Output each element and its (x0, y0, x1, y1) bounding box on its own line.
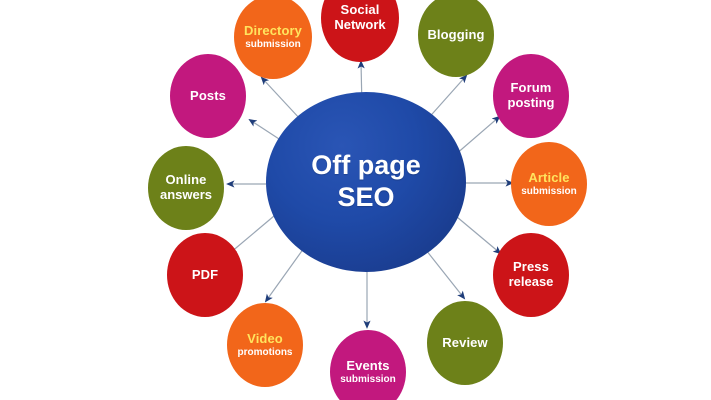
node-video-promotions-label-line1: Video (247, 331, 283, 347)
node-events-submission-label-line2: submission (340, 373, 396, 385)
arrow-to-directory-submission (260, 76, 302, 121)
node-article-submission-label-line2: submission (521, 185, 577, 197)
node-online-answers-label-line2: answers (159, 187, 213, 202)
node-events-submission-label-line1: Events (346, 358, 390, 374)
node-video-promotions-label-line2: promotions (237, 346, 293, 358)
node-blogging-label-line1: Blogging (427, 26, 485, 42)
node-review-label-line1: Review (442, 334, 488, 350)
node-pdf[interactable]: PDF (167, 233, 243, 317)
hub-off-page-seo[interactable]: Off page SEO (266, 92, 466, 272)
node-forum-posting-label-line2: posting (507, 95, 555, 110)
arrow-to-forum-posting (454, 115, 501, 156)
node-press-release-label-line1: Press (513, 259, 549, 275)
node-directory-submission-label-line1: Directory (244, 23, 302, 39)
hub-label-line1: Off page (311, 150, 421, 181)
hub-label-line2: SEO (337, 182, 395, 212)
node-social-network-label-line1: Social (340, 2, 380, 18)
node-blogging[interactable]: Blogging (418, 0, 494, 77)
node-posts[interactable]: Posts (170, 54, 246, 138)
node-article-submission-label-line1: Article (528, 170, 570, 186)
node-directory-submission-label-line2: submission (245, 38, 301, 50)
node-online-answers-label-line1: Online (165, 172, 207, 188)
node-review[interactable]: Review (427, 301, 503, 385)
arrow-to-press-release (456, 216, 502, 255)
node-press-release-label-line2: release (508, 274, 554, 289)
arrow-to-video-promotions (264, 247, 305, 303)
node-forum-posting-label-line1: Forum (510, 80, 552, 96)
arrow-to-review (425, 249, 466, 300)
node-pdf-label-line1: PDF (191, 266, 219, 282)
node-posts-label-line1: Posts (190, 87, 226, 103)
node-social-network-label-line2: Network (334, 17, 386, 32)
arrow-to-pdf (228, 215, 275, 255)
